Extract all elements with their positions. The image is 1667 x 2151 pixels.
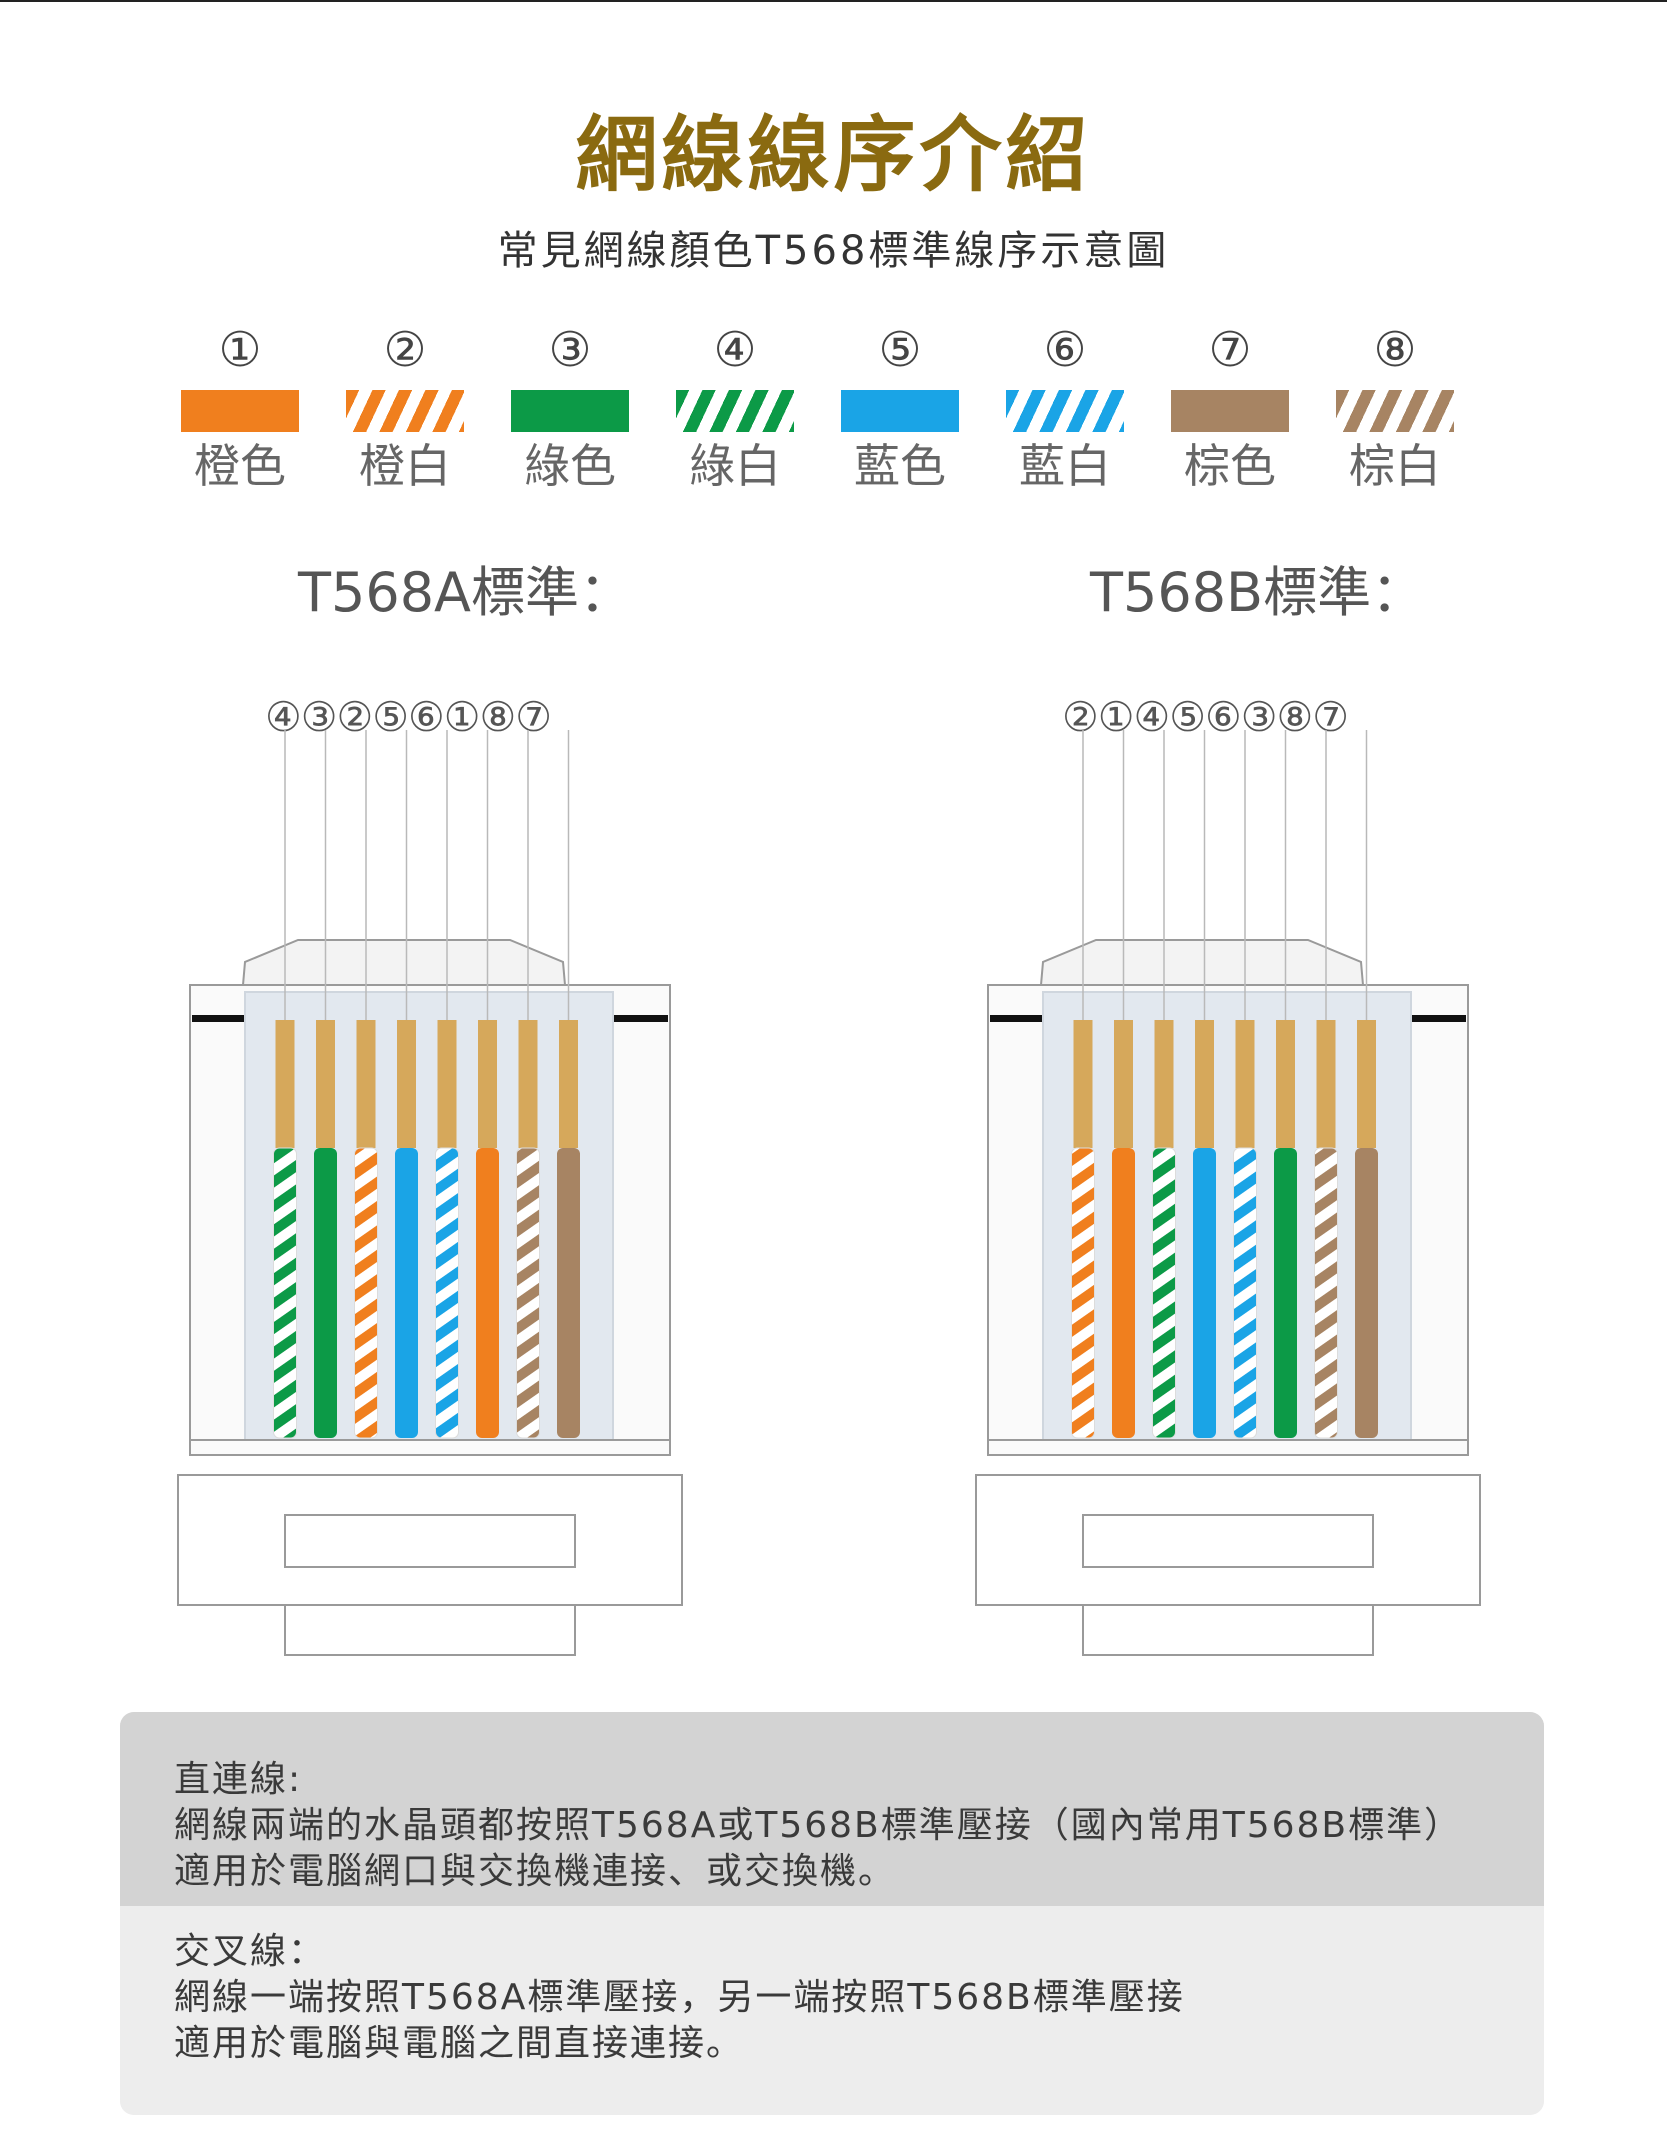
legend-item-8: ⑧ 棕白 — [1330, 322, 1460, 496]
legend-item-3: ③ 綠色 — [505, 322, 635, 496]
info-panel: 直連線: 網線兩端的水晶頭都按照T568A或T568B標準壓接（國內常用T568… — [120, 1712, 1544, 2115]
striped-swatch — [1006, 390, 1124, 432]
legend-label: 橙色 — [194, 439, 286, 493]
legend-item-7: ⑦ 棕色 — [1165, 322, 1295, 496]
cross-line2: 適用於電腦與電腦之間直接連接。 — [174, 2023, 745, 2064]
wire-8 — [516, 1147, 540, 1439]
gold-pin-8 — [518, 1020, 538, 1148]
legend-label: 藍白 — [1019, 439, 1111, 493]
legend-number: ① — [218, 322, 262, 378]
page-subtitle: 常見網線顏色T568標準線序示意圖 — [497, 228, 1170, 274]
straight-line2: 適用於電腦網口與交換機連接、或交換機。 — [174, 1851, 897, 1892]
top-rule — [0, 0, 1667, 2]
gold-pin-6 — [437, 1020, 457, 1148]
legend-number: ⑤ — [878, 322, 922, 378]
t568a-title: T568A標準： — [298, 561, 633, 624]
t568a-connector — [177, 730, 683, 1656]
legend-number: ④ — [713, 322, 757, 378]
wire-7 — [557, 1148, 580, 1438]
t568b-title: T568B標準： — [1090, 561, 1426, 624]
t568b-connector — [975, 730, 1481, 1656]
legend-label: 綠白 — [689, 439, 781, 493]
striped-swatch — [676, 390, 794, 432]
plug-cap — [241, 939, 567, 986]
t568a-order: ④③②⑤⑥①⑧⑦ — [265, 693, 552, 741]
gold-pin-2 — [1073, 1020, 1093, 1148]
connector-diagrams — [177, 730, 1481, 1656]
legend-label: 藍色 — [854, 439, 946, 493]
solid-swatch — [1171, 390, 1289, 432]
cross-heading: 交叉線： — [174, 1931, 327, 1972]
wire-5 — [395, 1148, 418, 1438]
gold-pin-4 — [275, 1020, 295, 1148]
cross-line1: 網線一端按照T568A標準壓接，另一端按照T568B標準壓接 — [174, 1977, 1185, 2018]
page-title: 網線線序介紹 — [575, 108, 1092, 203]
cable-boot — [1082, 1604, 1374, 1656]
legend-label: 棕白 — [1349, 439, 1441, 493]
wire-2 — [1071, 1147, 1095, 1439]
legend-label: 綠色 — [524, 439, 616, 493]
legend-item-4: ④ 綠白 — [670, 322, 800, 496]
legend-number: ② — [383, 322, 427, 378]
straight-cable-section: 直連線: 網線兩端的水晶頭都按照T568A或T568B標準壓接（國內常用T568… — [120, 1712, 1544, 1906]
gold-pin-1 — [478, 1020, 497, 1148]
legend-number: ③ — [548, 322, 592, 378]
gold-pin-3 — [316, 1020, 335, 1148]
wire-4 — [273, 1147, 297, 1439]
legend-number: ⑧ — [1373, 322, 1417, 378]
clip-left — [990, 1015, 1045, 1022]
straight-line1: 網線兩端的水晶頭都按照T568A或T568B標準壓接（國內常用T568B標準） — [174, 1805, 1463, 1846]
strain-slot — [1082, 1514, 1374, 1568]
striped-swatch — [346, 390, 464, 432]
wire-3 — [314, 1148, 337, 1438]
wire-8 — [1314, 1147, 1338, 1439]
wire-3 — [1274, 1148, 1297, 1438]
wire-6 — [1233, 1147, 1257, 1439]
cable-boot — [284, 1604, 576, 1656]
gold-pin-1 — [1114, 1020, 1133, 1148]
gold-pin-7 — [1357, 1020, 1376, 1148]
striped-swatch — [1336, 390, 1454, 432]
plug-window — [1042, 991, 1412, 1441]
gold-pin-5 — [397, 1020, 416, 1148]
wire-7 — [1355, 1148, 1378, 1438]
gold-pin-7 — [559, 1020, 578, 1148]
straight-heading: 直連線: — [174, 1759, 303, 1800]
wire-5 — [1193, 1148, 1216, 1438]
legend-number: ⑥ — [1043, 322, 1087, 378]
gold-pin-3 — [1276, 1020, 1295, 1148]
legend-item-1: ① 橙色 — [175, 322, 305, 496]
gold-pin-4 — [1154, 1020, 1174, 1148]
legend-item-6: ⑥ 藍白 — [1000, 322, 1130, 496]
clip-left — [192, 1015, 247, 1022]
legend-label: 橙白 — [359, 439, 451, 493]
gold-pin-2 — [356, 1020, 376, 1148]
plug-cap — [1039, 939, 1365, 986]
wire-2 — [354, 1147, 378, 1439]
gold-pin-6 — [1235, 1020, 1255, 1148]
clip-right — [1411, 1015, 1466, 1022]
cross-cable-section: 交叉線： 網線一端按照T568A標準壓接，另一端按照T568B標準壓接 適用於電… — [120, 1906, 1544, 2115]
wire-6 — [435, 1147, 459, 1439]
gold-pin-8 — [1316, 1020, 1336, 1148]
color-legend: ① 橙色 ② 橙白 ③ 綠色 ④ 綠白 ⑤ 藍色 ⑥ 藍白 ⑦ 棕色 ⑧ 棕白 — [175, 322, 1495, 502]
legend-number: ⑦ — [1208, 322, 1252, 378]
t568b-order: ②①④⑤⑥③⑧⑦ — [1062, 693, 1349, 741]
solid-swatch — [181, 390, 299, 432]
wire-4 — [1152, 1147, 1176, 1439]
legend-item-5: ⑤ 藍色 — [835, 322, 965, 496]
legend-label: 棕色 — [1184, 439, 1276, 493]
legend-item-2: ② 橙白 — [340, 322, 470, 496]
wire-1 — [476, 1148, 499, 1438]
clip-right — [613, 1015, 668, 1022]
strain-slot — [284, 1514, 576, 1568]
gold-pin-5 — [1195, 1020, 1214, 1148]
solid-swatch — [841, 390, 959, 432]
wire-1 — [1112, 1148, 1135, 1438]
plug-window — [244, 991, 614, 1441]
solid-swatch — [511, 390, 629, 432]
